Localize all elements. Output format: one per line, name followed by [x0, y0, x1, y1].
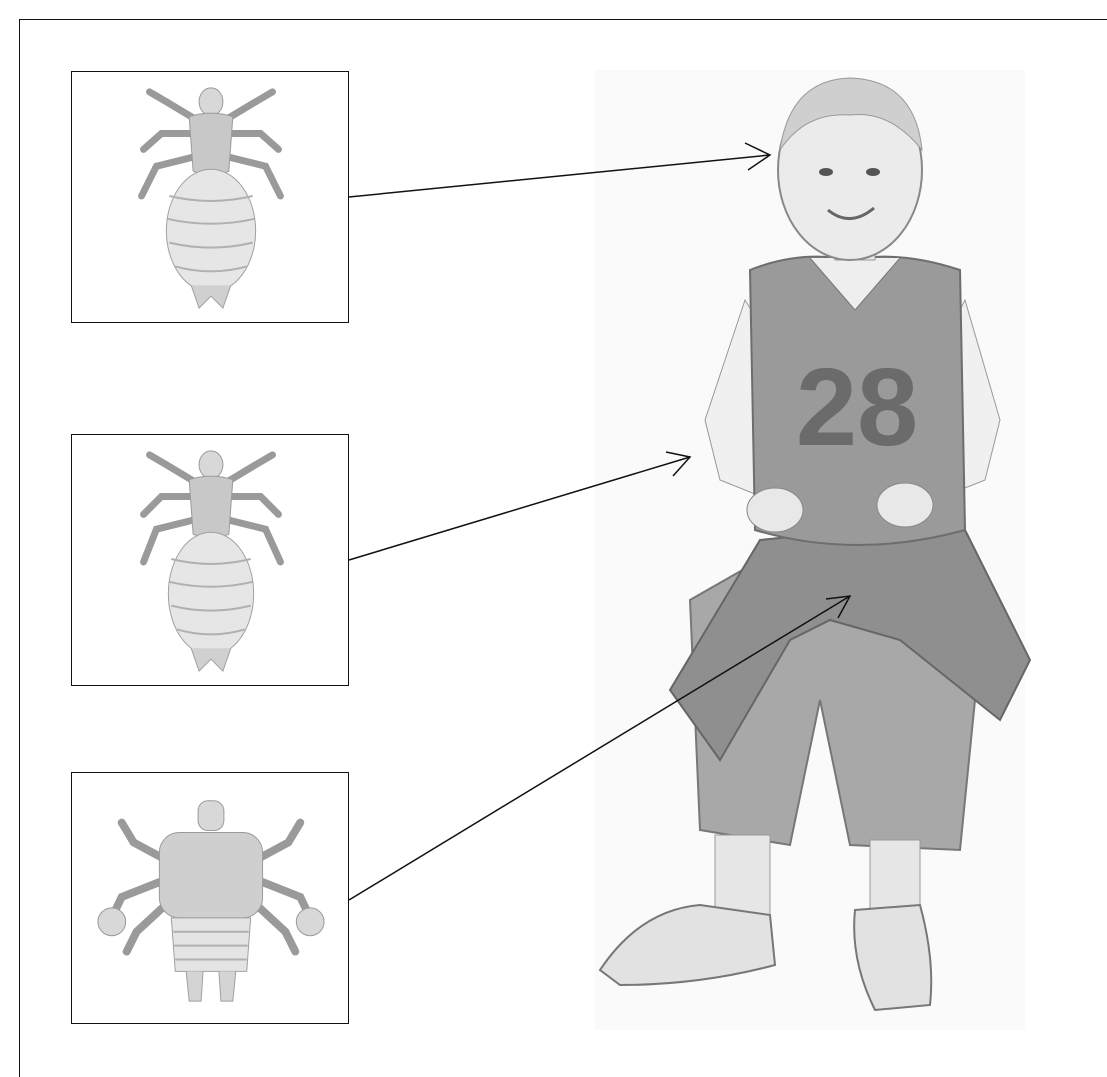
arrow-head-louse — [349, 143, 770, 197]
arrow-body-louse — [349, 452, 690, 560]
arrow-crab-louse — [349, 596, 850, 900]
